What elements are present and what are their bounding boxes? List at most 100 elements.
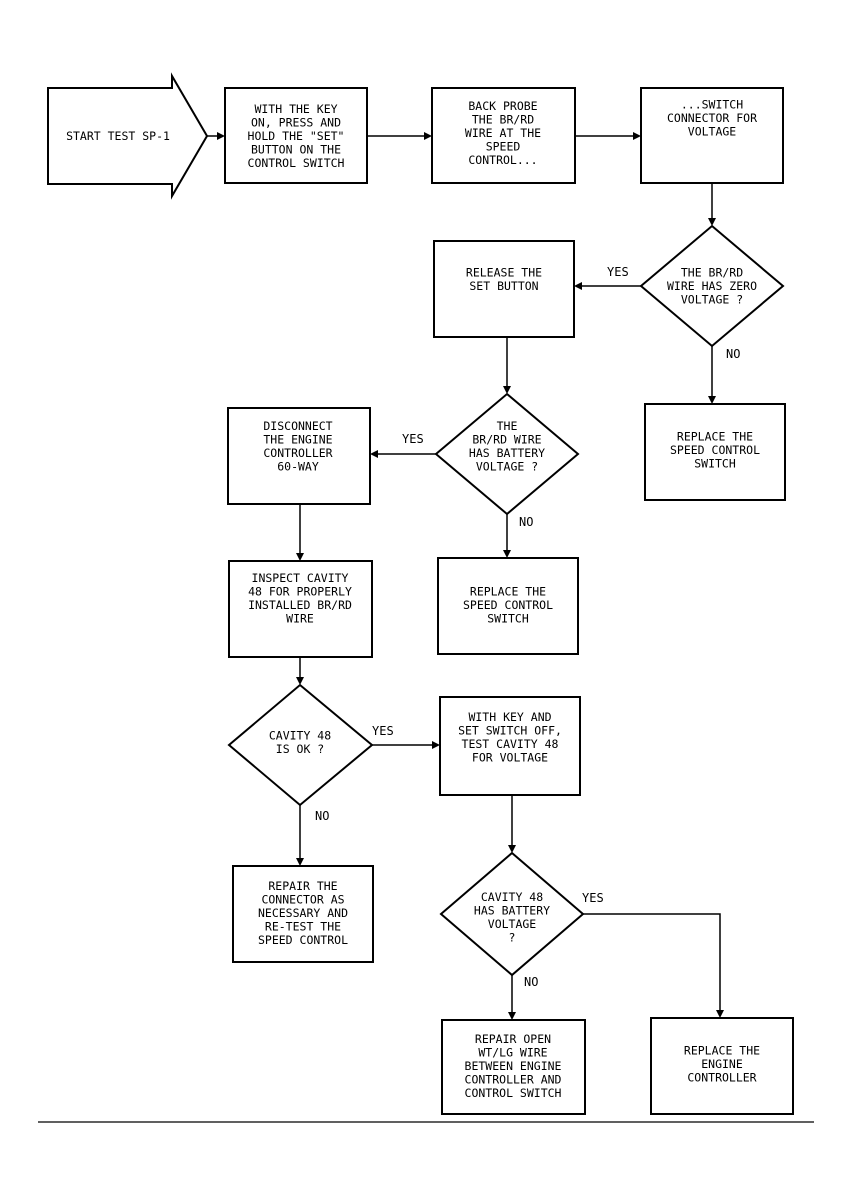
zero-voltage-line-3: VOLTAGE ?: [681, 293, 743, 307]
hold-set-line-4: BUTTON ON THE: [251, 143, 341, 157]
replace-switch-2-line-3: SWITCH: [487, 612, 529, 626]
cavity-ok-yes-label: YES: [372, 724, 394, 738]
repair-connector-line-3: NECESSARY AND: [258, 906, 348, 920]
switch-connector-line-3: VOLTAGE: [688, 125, 737, 139]
repair-open-line-1: REPAIR OPEN: [475, 1032, 551, 1046]
disconnect-line-2: THE ENGINE: [263, 432, 332, 446]
switch-connector-line-2: CONNECTOR FOR: [667, 111, 757, 125]
switch-connector-box: [640, 87, 784, 184]
zero-voltage-line-1: THE BR/RD: [681, 266, 743, 280]
repair-connector-line-4: RE-TEST THE: [265, 920, 341, 934]
cavity-battery-line-4: ?: [509, 930, 516, 944]
repair-open-line-5: CONTROL SWITCH: [465, 1086, 562, 1100]
back-probe-line-2: THE BR/RD: [472, 113, 534, 127]
battery-voltage-line-1: THE: [497, 419, 518, 433]
hold-set-box: [224, 87, 368, 184]
repair-open-line-2: WT/LG WIRE: [478, 1046, 547, 1060]
back-probe-line-5: CONTROL...: [468, 153, 537, 167]
start-terminal: [47, 72, 209, 200]
repair-connector-line-1: REPAIR THE: [268, 879, 337, 893]
inspect-cavity-box: [228, 560, 373, 658]
replace-controller-box: [650, 1017, 794, 1115]
cavity-battery-line-3: VOLTAGE: [488, 917, 537, 931]
inspect-cavity-line-3: INSTALLED BR/RD: [248, 598, 352, 612]
replace-switch-box-2: [437, 557, 579, 655]
replace-switch-1-line-2: SPEED CONTROL: [670, 443, 760, 457]
connectors: [207, 132, 724, 1020]
release-set-box: [433, 240, 575, 338]
replace-switch-1-line-3: SWITCH: [694, 457, 736, 471]
hold-set-line-1: WITH THE KEY: [254, 102, 337, 116]
start-terminal-text: START TEST SP-1: [66, 129, 170, 143]
test-cavity-box: [439, 696, 581, 796]
back-probe-box: [431, 87, 576, 184]
cavity-ok-no-label: NO: [315, 809, 329, 823]
test-cavity-line-1: WITH KEY AND: [468, 710, 551, 724]
inspect-cavity-line-2: 48 FOR PROPERLY: [248, 584, 352, 598]
replace-switch-2-line-2: SPEED CONTROL: [463, 598, 553, 612]
battery-voltage-line-2: BR/RD WIRE: [472, 432, 541, 446]
battery-voltage-line-3: HAS BATTERY: [469, 446, 545, 460]
cavity-ok-line-2: IS OK ?: [276, 742, 324, 756]
disconnect-line-4: 60-WAY: [277, 459, 319, 473]
replace-controller-line-3: CONTROLLER: [687, 1071, 756, 1085]
hold-set-line-3: HOLD THE "SET": [248, 129, 345, 143]
battery-voltage-no-label: NO: [519, 515, 533, 529]
release-set-line-1: RELEASE THE: [466, 265, 542, 279]
zero-voltage-no-label: NO: [726, 347, 740, 361]
replace-controller-line-1: REPLACE THE: [684, 1044, 760, 1058]
disconnect-line-3: CONTROLLER: [263, 446, 332, 460]
replace-switch-box-1: [644, 403, 786, 501]
release-set-line-2: SET BUTTON: [469, 279, 538, 293]
disconnect-line-1: DISCONNECT: [263, 419, 332, 433]
repair-connector-box: [232, 865, 374, 963]
back-probe-line-1: BACK PROBE: [468, 99, 537, 113]
repair-open-line-4: CONTROLLER AND: [465, 1073, 562, 1087]
cavity-battery-no-label: NO: [524, 975, 538, 989]
replace-switch-1-line-1: REPLACE THE: [677, 430, 753, 444]
back-probe-line-3: WIRE AT THE: [465, 126, 541, 140]
hold-set-line-2: ON, PRESS AND: [251, 116, 341, 130]
disconnect-box: [227, 407, 371, 505]
battery-voltage-line-4: VOLTAGE ?: [476, 459, 538, 473]
cavity-battery-line-1: CAVITY 48: [481, 890, 543, 904]
back-probe-line-4: SPEED: [486, 140, 521, 154]
switch-connector-line-1: ...SWITCH: [681, 98, 743, 112]
battery-voltage-yes-label: YES: [402, 432, 424, 446]
repair-connector-line-5: SPEED CONTROL: [258, 933, 348, 947]
replace-controller-line-2: ENGINE: [701, 1057, 743, 1071]
zero-voltage-yes-label: YES: [607, 265, 629, 279]
zero-voltage-line-2: WIRE HAS ZERO: [667, 279, 757, 293]
repair-open-box: [441, 1019, 586, 1115]
test-cavity-line-2: SET SWITCH OFF,: [458, 723, 562, 737]
test-cavity-line-4: FOR VOLTAGE: [472, 750, 548, 764]
test-cavity-line-3: TEST CAVITY 48: [462, 737, 559, 751]
cavity-battery-yes-label: YES: [582, 891, 604, 905]
repair-open-line-3: BETWEEN ENGINE: [465, 1059, 562, 1073]
cavity-ok-line-1: CAVITY 48: [269, 728, 331, 742]
repair-connector-line-2: CONNECTOR AS: [261, 893, 344, 907]
inspect-cavity-line-4: WIRE: [286, 611, 314, 625]
hold-set-line-5: CONTROL SWITCH: [248, 156, 345, 170]
inspect-cavity-line-1: INSPECT CAVITY: [252, 571, 349, 585]
start-line-1: START TEST SP-1: [66, 129, 170, 143]
cavity-battery-line-2: HAS BATTERY: [474, 903, 550, 917]
replace-switch-2-line-1: REPLACE THE: [470, 585, 546, 599]
